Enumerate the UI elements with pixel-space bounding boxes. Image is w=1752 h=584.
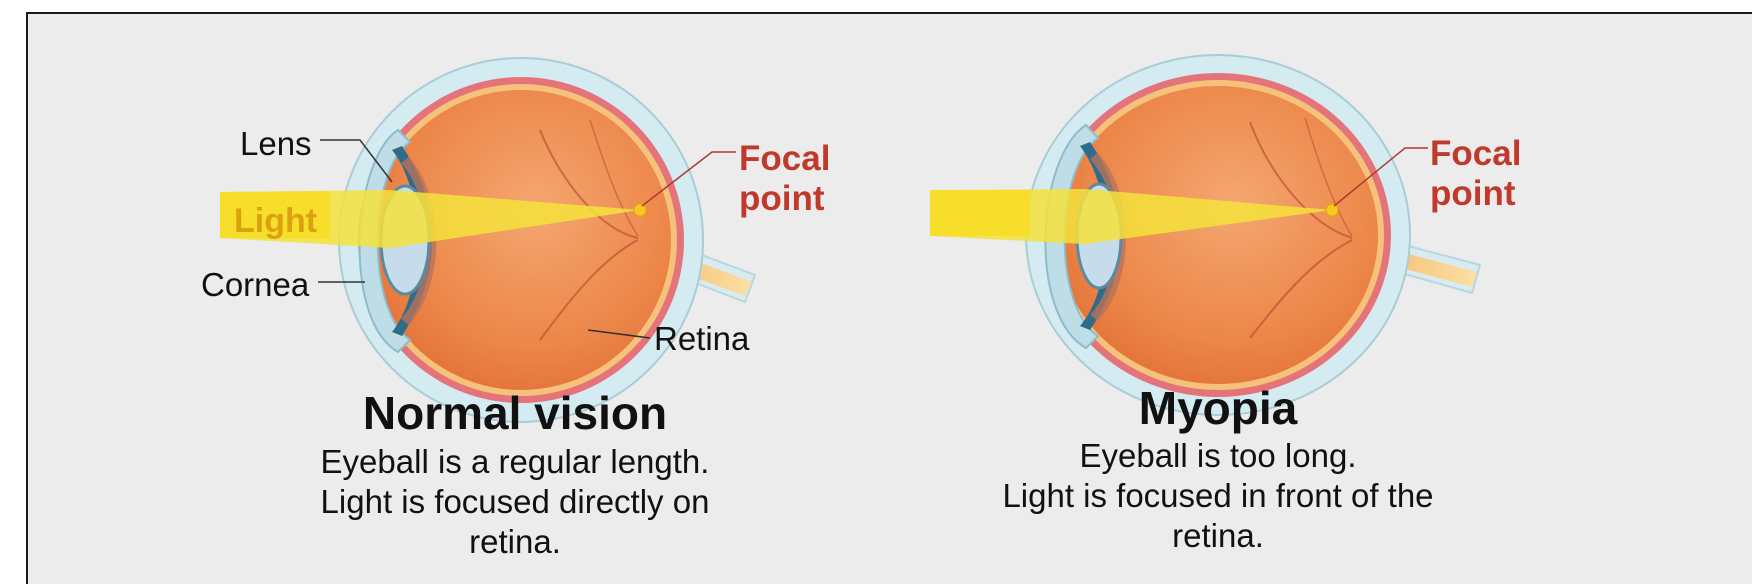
normal-eye: Lens Light Cornea Focal point Retina (201, 58, 830, 422)
myopia-eye: Focal point (930, 55, 1521, 415)
cornea-label: Cornea (201, 266, 310, 303)
myopia-title: Myopia (868, 381, 1568, 435)
normal-vision-description: Eyeball is a regular length. Light is fo… (165, 442, 865, 562)
description-line: Light is focused directly on (165, 482, 865, 522)
focal-point-label-line1: Focal (1430, 134, 1521, 173)
focal-point-label-line2: point (739, 179, 825, 218)
focal-point-label-line1: Focal (739, 139, 830, 178)
focal-point-label-line2: point (1430, 174, 1516, 213)
lens-label: Lens (240, 125, 312, 162)
focal-point-dot (1326, 204, 1338, 216)
myopia-description: Eyeball is too long. Light is focused in… (868, 436, 1568, 556)
normal-vision-title: Normal vision (165, 386, 865, 440)
description-line: Eyeball is too long. (868, 436, 1568, 476)
focal-point-dot (634, 204, 646, 216)
description-line: retina. (165, 522, 865, 562)
description-line: Eyeball is a regular length. (165, 442, 865, 482)
description-line: Light is focused in front of the (868, 476, 1568, 516)
retina-label: Retina (654, 320, 750, 357)
description-line: retina. (868, 516, 1568, 556)
light-label: Light (234, 202, 317, 240)
